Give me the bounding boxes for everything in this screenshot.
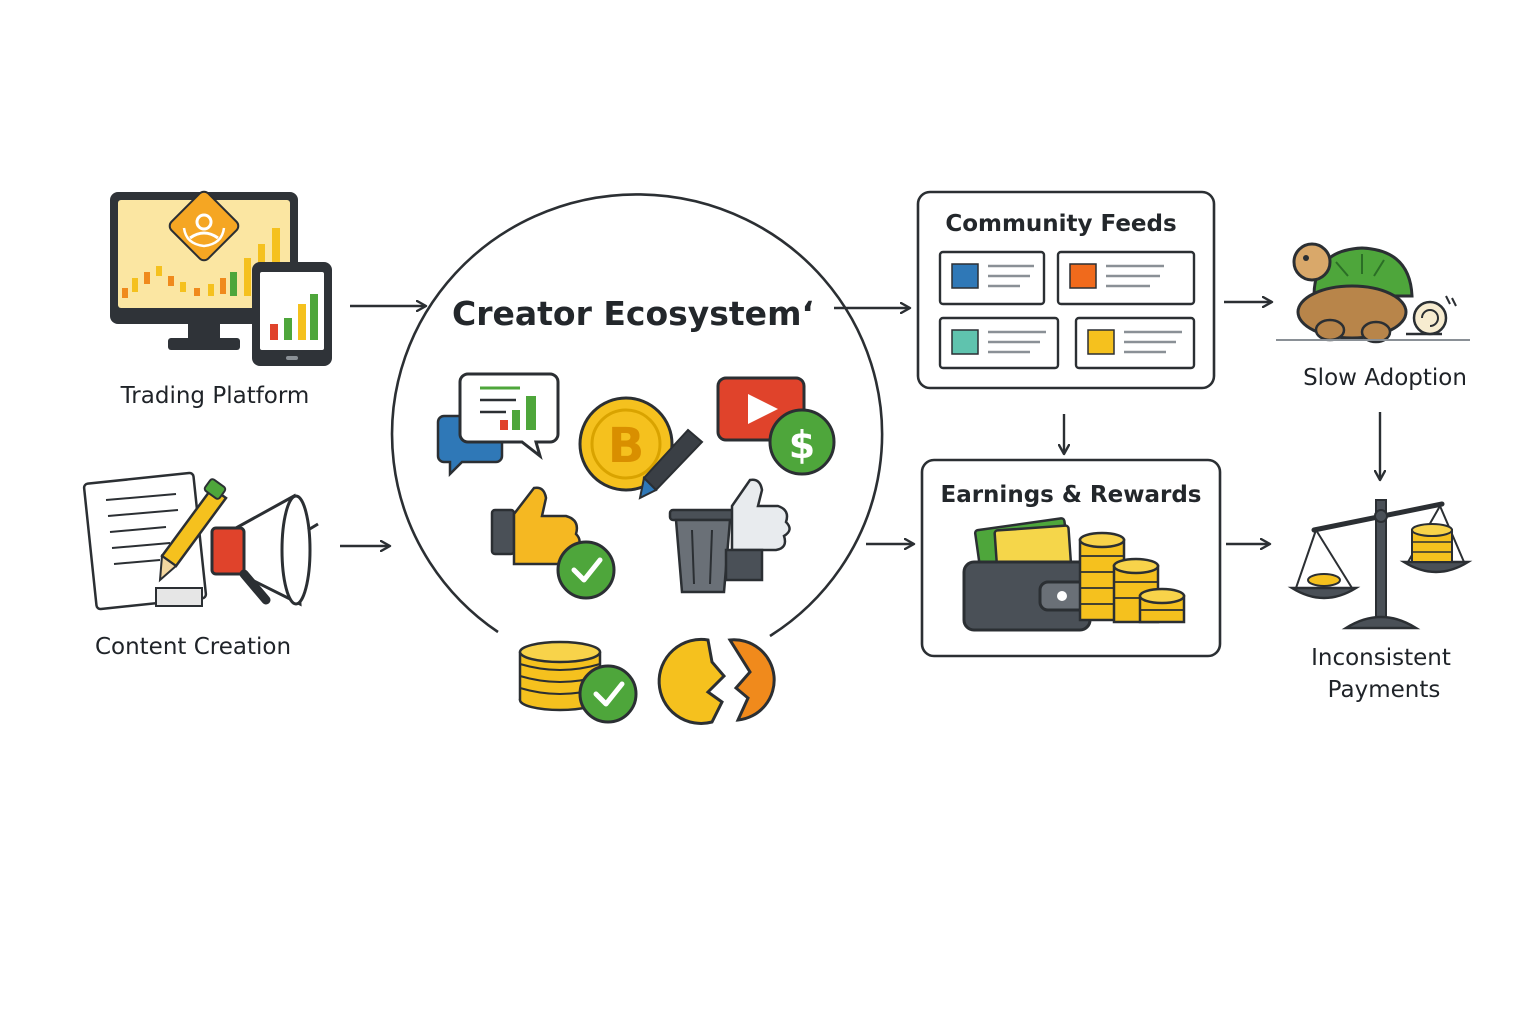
inconsistent-payments-label-line1: Inconsistent [1311, 645, 1451, 671]
feed-card-icon [938, 250, 1046, 306]
community-feeds-title: Community Feeds [945, 211, 1176, 237]
exchange-logo-icon [168, 190, 240, 262]
turtle-icon [1292, 242, 1414, 344]
thumbs-up-gray-icon [724, 478, 791, 582]
balance-scale-icon [1287, 499, 1473, 630]
bitcoin-coin-icon: B [578, 396, 674, 492]
feed-card-icon [1056, 250, 1196, 306]
thumbs-up-icon [490, 486, 581, 566]
broken-coin-icon [657, 637, 776, 725]
ecosystem-circle [390, 193, 884, 638]
earnings-rewards-title: Earnings & Rewards [940, 482, 1201, 508]
creator-ecosystem-title: Creator Ecosystem‘ [452, 294, 814, 333]
feed-card-icon [1074, 316, 1196, 370]
content-creation-label: Content Creation [95, 634, 291, 660]
wallet-icon [962, 560, 1098, 632]
svg-text:B: B [608, 418, 645, 474]
trading-platform-label: Trading Platform [120, 383, 310, 409]
check-badge-icon [578, 664, 638, 724]
snail-icon [1406, 295, 1457, 336]
check-badge-icon [556, 540, 616, 600]
coin-stacks-icon [1078, 531, 1186, 624]
svg-text:$: $ [789, 423, 815, 467]
slow-adoption-label: Slow Adoption [1303, 365, 1467, 391]
inconsistent-payments-label-line2: Payments [1328, 677, 1441, 703]
chat-bubbles-icon [436, 372, 560, 478]
pen-icon [638, 428, 704, 500]
trash-can-icon [668, 508, 738, 594]
tablet-chart-icon [252, 262, 332, 366]
dollar-badge-icon: $ [768, 408, 836, 476]
megaphone-icon [210, 493, 319, 607]
pencil-icon [158, 478, 228, 583]
feed-card-icon [938, 316, 1060, 370]
